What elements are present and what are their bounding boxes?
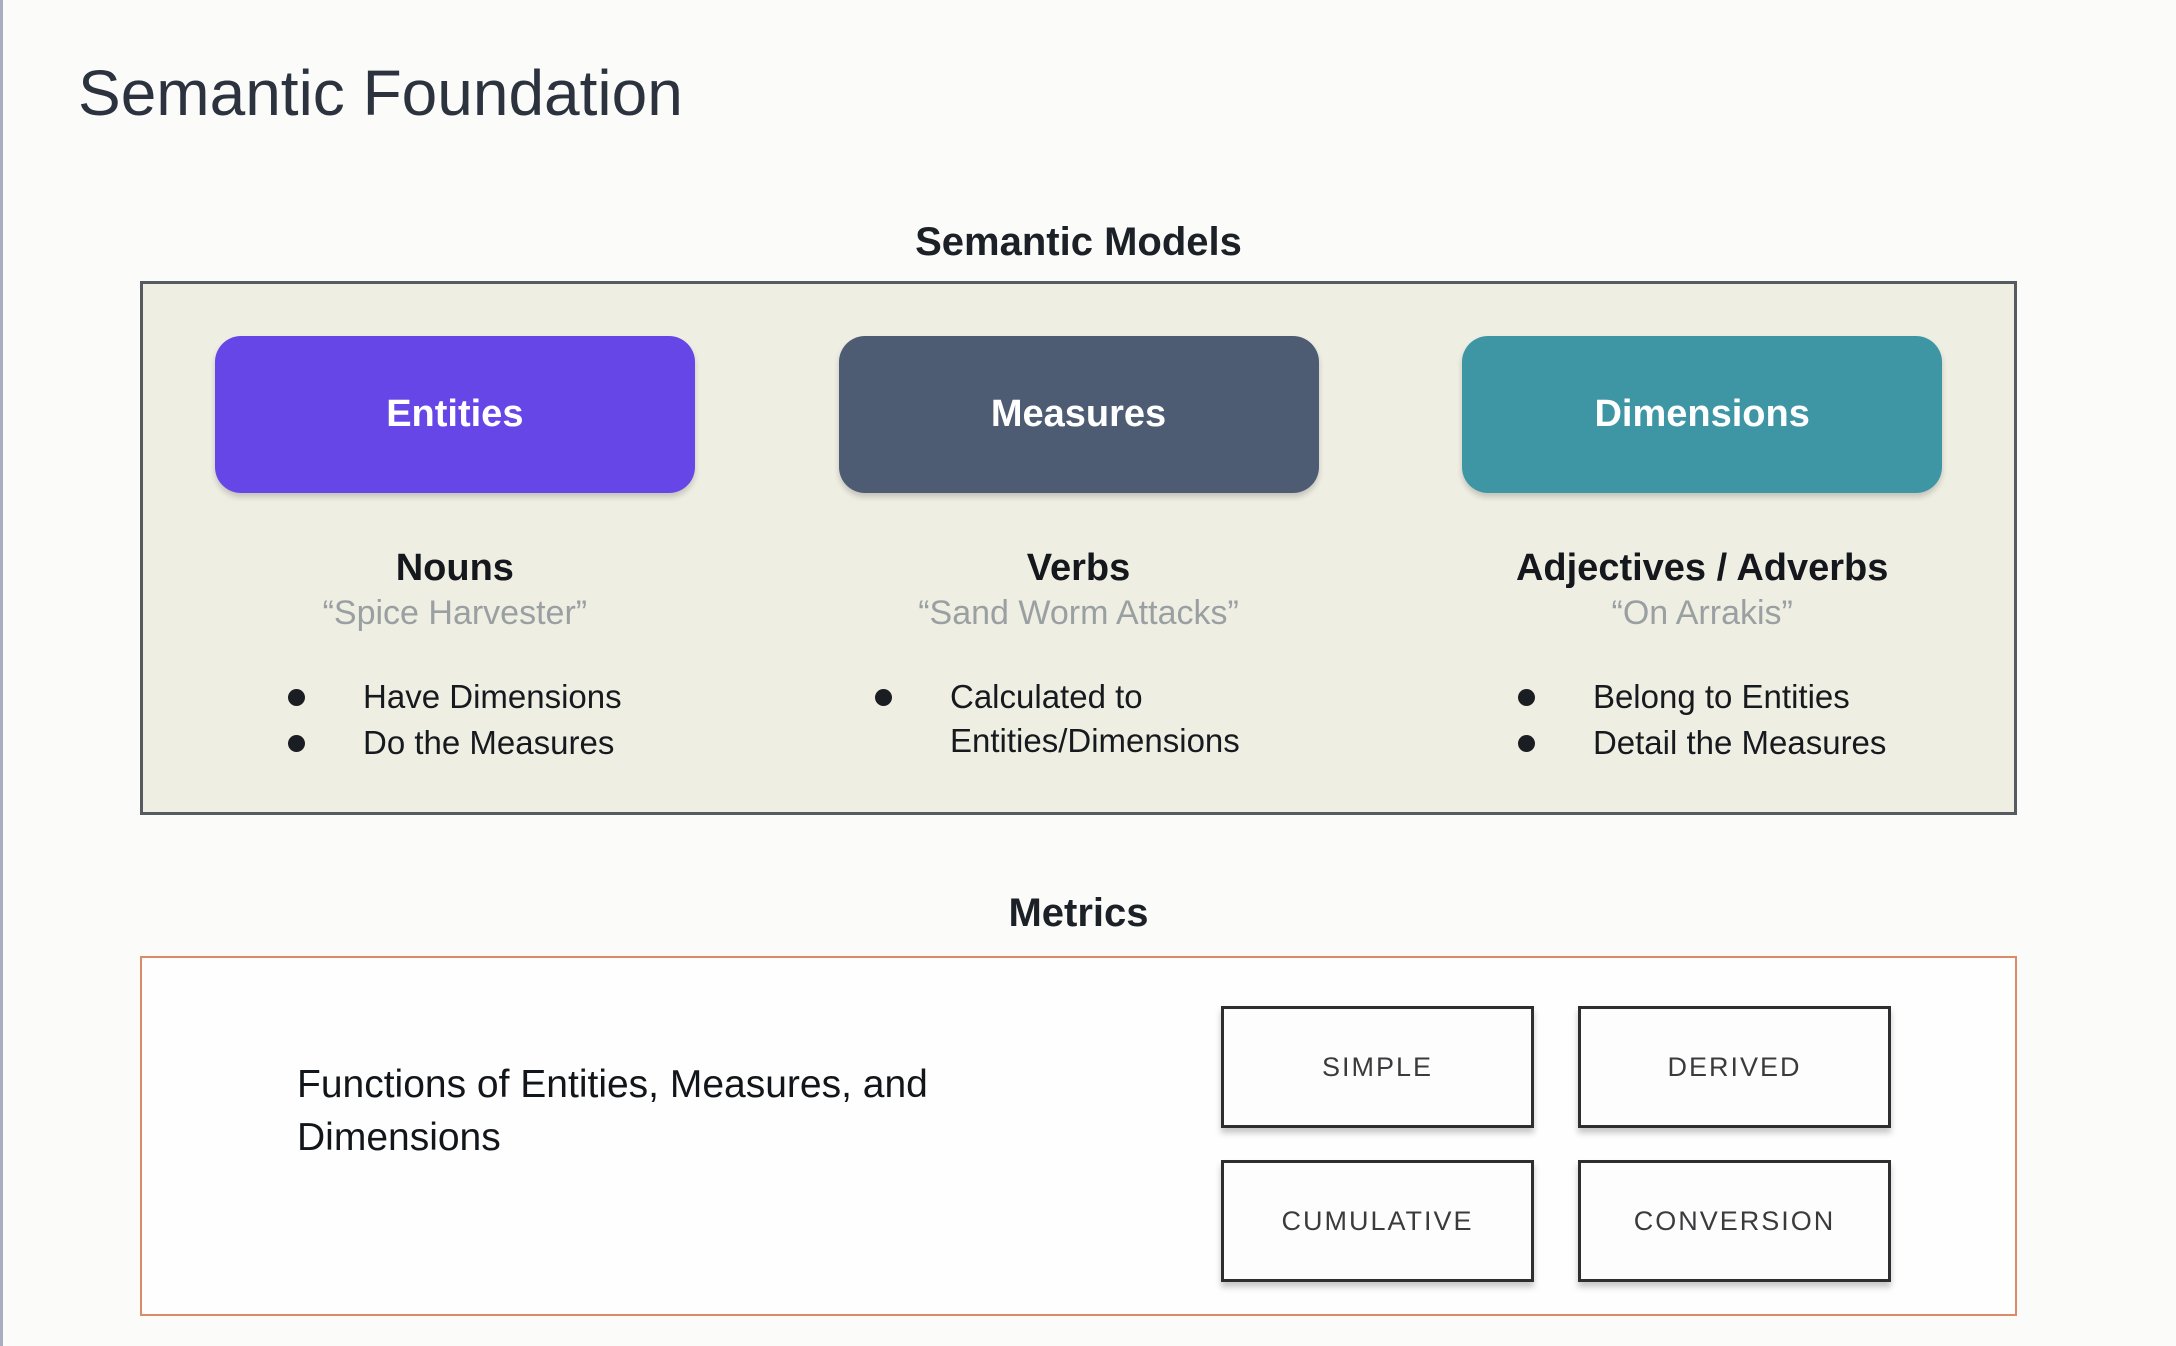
entities-pill: Entities: [214, 336, 695, 493]
entities-example-quote: “Spice Harvester”: [322, 594, 588, 632]
dimensions-part-of-speech: Adjectives / Adverbs: [1515, 547, 1889, 589]
bullet-dot: [288, 689, 306, 706]
metrics-heading: Metrics: [1008, 891, 1149, 935]
metric-type-grid: SIMPLE DERIVED CUMULATIVE CONVERSION: [1221, 1006, 1891, 1282]
metric-type-box-cumulative: CUMULATIVE: [1221, 1160, 1534, 1282]
metric-type-label: CUMULATIVE: [1281, 1205, 1474, 1236]
measures-example-quote: “Sand Worm Attacks”: [918, 594, 1239, 632]
bullet-item: Have Dimensions: [288, 675, 622, 719]
metrics-panel: Functions of Entities, Measures, and Dim…: [140, 956, 2017, 1316]
bullet-dot: [288, 735, 306, 753]
entities-part-of-speech: Nouns: [395, 547, 514, 589]
dimensions-bullet-list: Belong to Entities Detail the Measures: [1517, 675, 1887, 765]
measures-pill: Measures: [838, 336, 1319, 493]
dimensions-pill-label: Dimensions: [1594, 393, 1810, 435]
semantic-models-panel: Entities Nouns “Spice Harvester” Have Di…: [140, 281, 2017, 815]
left-edge-border: [0, 0, 3, 1346]
dimensions-pill: Dimensions: [1462, 336, 1943, 493]
bullet-text: Have Dimensions: [363, 678, 622, 715]
bullet-dot: [1517, 689, 1535, 706]
bullet-item: Do the Measures: [288, 721, 622, 765]
entities-bullet-list: Have Dimensions Do the Measures: [288, 675, 622, 765]
semantic-models-heading: Semantic Models: [915, 220, 1242, 264]
bullet-text: Do the Measures: [363, 724, 615, 762]
measures-column: Measures Verbs “Sand Worm Attacks” Calcu…: [767, 284, 1391, 812]
dimensions-example-quote: “On Arrakis”: [1611, 594, 1793, 632]
metric-type-box-conversion: CONVERSION: [1578, 1160, 1891, 1282]
metric-type-label: DERIVED: [1667, 1051, 1802, 1082]
slide-title: Semantic Foundation: [78, 57, 683, 129]
measures-part-of-speech: Verbs: [1026, 547, 1131, 589]
bullet-item: Belong to Entities: [1517, 675, 1886, 719]
bullet-text: Belong to Entities: [1592, 678, 1850, 715]
bullet-dot: [1517, 735, 1535, 753]
bullet-item: Detail the Measures: [1517, 721, 1887, 765]
bullet-text: Calculated to Entities/Dimensions: [950, 678, 1240, 760]
bullet-text: Detail the Measures: [1592, 724, 1887, 762]
metric-type-label: CONVERSION: [1633, 1205, 1836, 1236]
measures-pill-label: Measures: [990, 393, 1167, 435]
entities-pill-label: Entities: [386, 393, 524, 435]
metric-type-box-simple: SIMPLE: [1221, 1006, 1534, 1128]
metrics-description: Functions of Entities, Measures, and Dim…: [297, 1063, 928, 1160]
bullet-item: Calculated to Entities/Dimensions: [875, 675, 1282, 763]
dimensions-column: Dimensions Adjectives / Adverbs “On Arra…: [1390, 284, 2014, 812]
entities-column: Entities Nouns “Spice Harvester” Have Di…: [143, 284, 767, 812]
measures-bullet-list: Calculated to Entities/Dimensions: [875, 675, 1282, 763]
metric-type-box-derived: DERIVED: [1578, 1006, 1891, 1128]
bullet-dot: [875, 689, 892, 706]
metric-type-label: SIMPLE: [1321, 1051, 1434, 1082]
